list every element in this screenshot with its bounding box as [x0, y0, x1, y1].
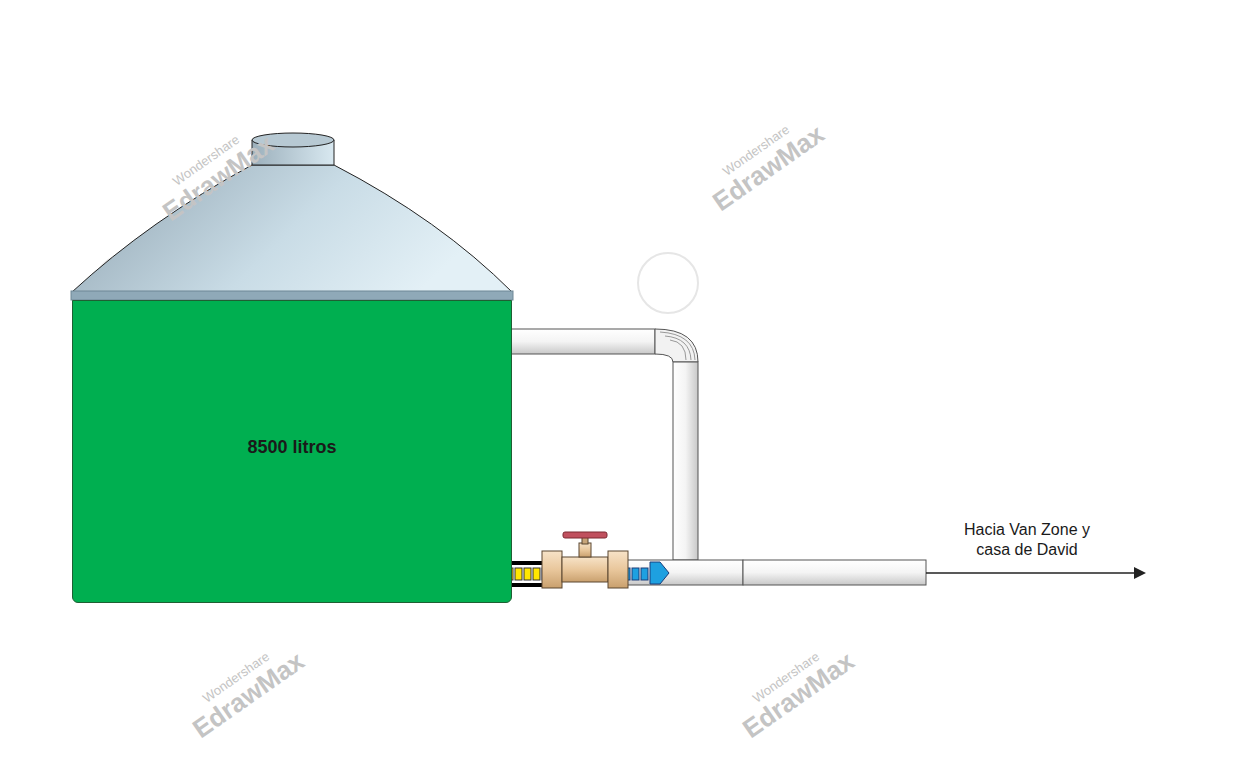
capacity-label: 8500 litros — [247, 437, 336, 458]
flow-dash — [533, 568, 540, 580]
outlet-pipes — [655, 329, 698, 362]
tank-roof — [71, 133, 513, 300]
flow-dash — [641, 568, 648, 580]
direction-arrow — [1134, 567, 1146, 579]
watermark: WondershareEdrawMax — [180, 635, 309, 743]
direction-arrow — [926, 567, 1146, 579]
valve-symbol — [542, 532, 628, 588]
watermark-logos — [638, 253, 698, 313]
flow-indicator — [650, 562, 669, 584]
tank-roof — [71, 291, 513, 300]
valve-symbol — [562, 557, 608, 582]
tank-roof — [72, 165, 512, 292]
flow-dash — [515, 568, 522, 580]
valve-symbol — [542, 551, 562, 588]
valve-symbol — [608, 551, 628, 588]
outlet-pipes — [625, 560, 743, 585]
watermark: WondershareEdrawMax — [730, 635, 859, 743]
flow-dash — [524, 568, 531, 580]
outlet-pipes — [509, 329, 655, 354]
direction-arrow — [926, 572, 1136, 574]
outlet-pipes — [673, 362, 698, 560]
destination-label: Hacia Van Zone y casa de David — [962, 520, 1092, 560]
flow-dash — [632, 568, 639, 580]
outlet-pipes — [743, 560, 926, 585]
valve-symbol — [579, 543, 591, 557]
watermark: WondershareEdrawMax — [700, 108, 829, 216]
water-tank: 8500 litros — [72, 300, 512, 603]
outlet-pipes — [660, 332, 695, 360]
outlet-pipes — [509, 329, 926, 585]
valve-symbol — [563, 532, 607, 538]
